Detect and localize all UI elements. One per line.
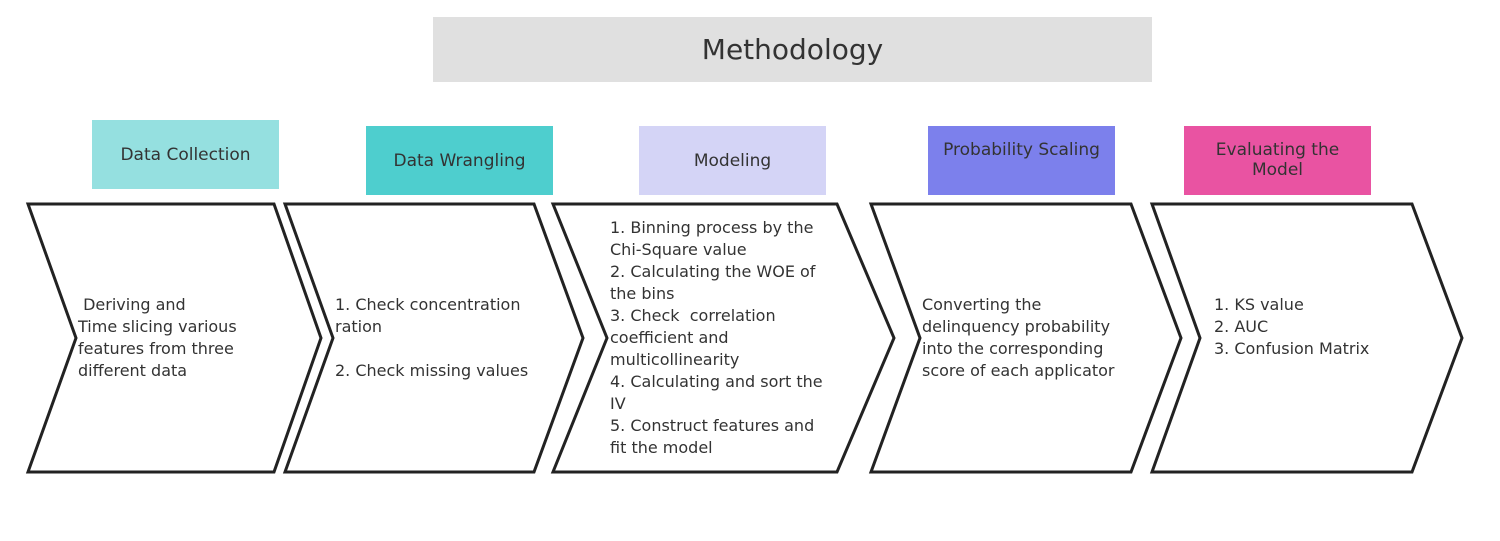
stage-label-modeling: Modeling bbox=[639, 126, 826, 195]
stage-text-line: the bins bbox=[610, 284, 675, 303]
stage-text-line: 3. Confusion Matrix bbox=[1214, 339, 1370, 358]
stage-text-probability-scaling: Converting the delinquency probability int… bbox=[922, 294, 1115, 382]
stage-text-line: 1. Binning process by the bbox=[610, 218, 814, 237]
stage-label-evaluating-model: Evaluating the Model bbox=[1184, 126, 1371, 195]
stage-text-line: different data bbox=[78, 361, 188, 380]
stage-text-line: multicollinearity bbox=[610, 350, 740, 369]
chevron-probability-scaling bbox=[868, 202, 1183, 474]
stage-label-probability-scaling: Probability Scaling bbox=[928, 126, 1115, 195]
stage-text-line: 2. Check missing values bbox=[335, 361, 529, 380]
stage-text-line: 3. Check correlation bbox=[610, 306, 776, 325]
diagram-title-box: Methodology bbox=[433, 17, 1152, 82]
stage-text-line bbox=[335, 338, 528, 360]
stage-text-line: 4. Calculating and sort the bbox=[610, 372, 823, 391]
stage-text-data-wrangling: 1. Check concentration ration 2. Check mi… bbox=[335, 294, 528, 382]
stage-label-text: Evaluating the Model bbox=[1215, 140, 1340, 180]
stage-text-line: 1. Check concentration bbox=[335, 295, 521, 314]
stage-text-line: Converting the bbox=[922, 295, 1042, 314]
chevron-data-wrangling bbox=[282, 202, 585, 474]
stage-text-line: coefficient and bbox=[610, 328, 729, 347]
stage-label-data-collection: Data Collection bbox=[92, 120, 279, 189]
stage-text-line: 2. Calculating the WOE of bbox=[610, 262, 816, 281]
stage-text-line: 5. Construct features and bbox=[610, 416, 815, 435]
stage-label-text: Probability Scaling bbox=[943, 140, 1100, 160]
stage-text-line: Chi-Square value bbox=[610, 240, 747, 259]
chevron-evaluating-model bbox=[1149, 202, 1464, 474]
stage-text-line: fit the model bbox=[610, 438, 713, 457]
stage-text-line: delinquency probability bbox=[922, 317, 1111, 336]
stage-text-line: into the corresponding bbox=[922, 339, 1104, 358]
stage-text-line: ration bbox=[335, 317, 383, 336]
stage-label-text: Data Collection bbox=[120, 144, 251, 165]
stage-label-text: Data Wrangling bbox=[393, 150, 526, 171]
stage-text-line: 1. KS value bbox=[1214, 295, 1304, 314]
stage-text-line: features from three bbox=[78, 339, 234, 358]
stage-label-text: Modeling bbox=[693, 150, 772, 171]
stage-text-line: Time slicing various bbox=[78, 317, 237, 336]
stage-text-line: score of each applicator bbox=[922, 361, 1115, 380]
chevron-data-collection bbox=[25, 202, 323, 474]
chevron-modeling bbox=[550, 202, 896, 474]
stage-text-evaluating-model: 1. KS value 2. AUC 3. Confusion Matrix bbox=[1214, 294, 1369, 360]
stage-label-data-wrangling: Data Wrangling bbox=[366, 126, 553, 195]
stage-text-line: IV bbox=[610, 394, 626, 413]
diagram-title: Methodology bbox=[701, 33, 884, 66]
stage-text-line: Deriving and bbox=[78, 295, 186, 314]
stage-text-line: 2. AUC bbox=[1214, 317, 1269, 336]
